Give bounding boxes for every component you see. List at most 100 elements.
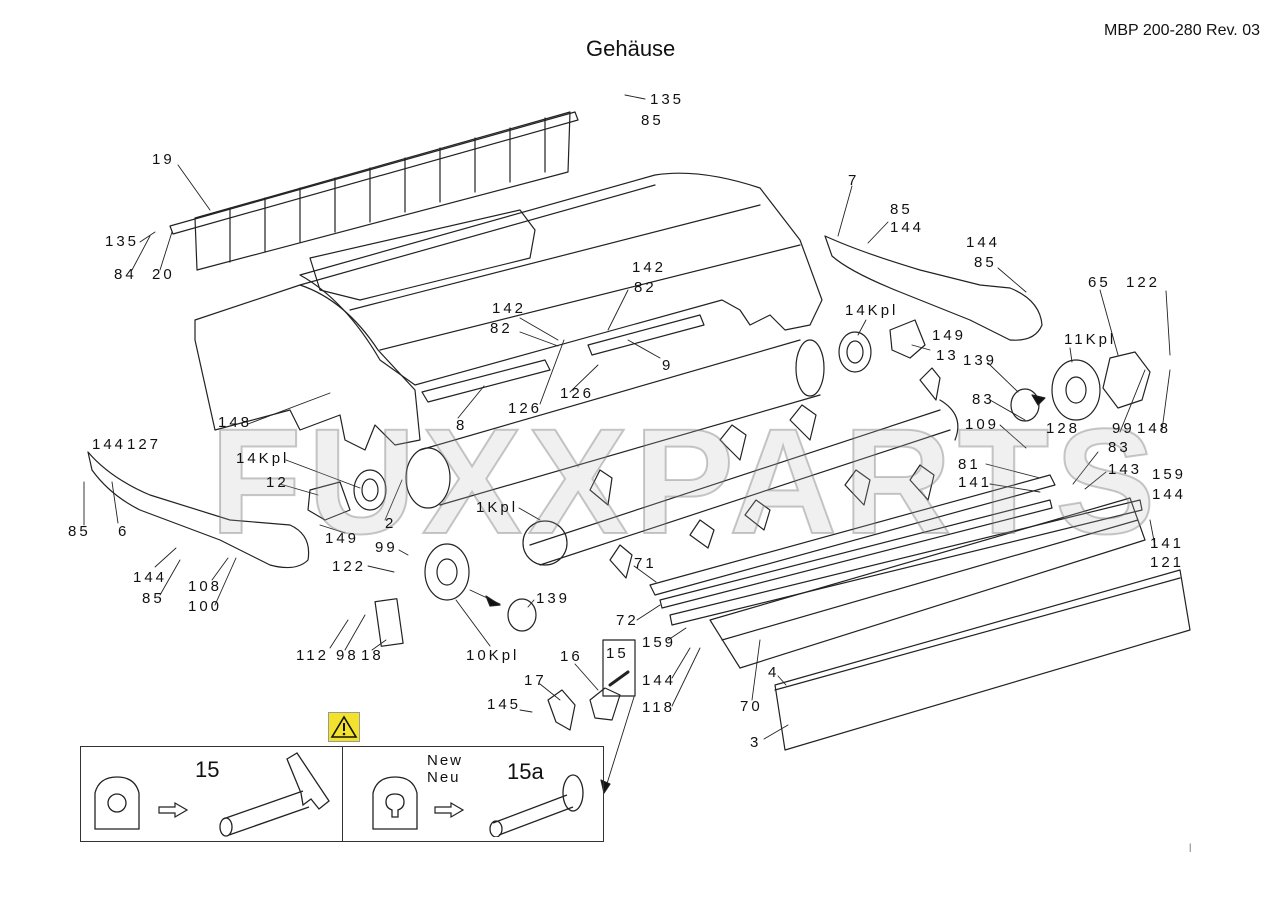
part-label: 2 xyxy=(385,515,397,532)
flap-strip-19 xyxy=(169,111,579,271)
rotor-flails xyxy=(589,367,941,579)
revision-label: MBP 200-280 Rev. 03 xyxy=(1104,22,1260,39)
part-label: 83 xyxy=(972,391,995,408)
diagram-title: Gehäuse xyxy=(586,36,676,61)
part-label: 128 xyxy=(1046,420,1081,437)
bearings xyxy=(307,319,1151,632)
watermark: FUXXPARTS xyxy=(209,396,1162,566)
part-label: 121 xyxy=(1150,554,1185,571)
bracket-9 xyxy=(587,314,705,356)
part-label: 72 xyxy=(616,612,639,629)
part-label: 144 xyxy=(133,569,168,586)
part-label: 112 xyxy=(296,647,329,664)
part-label: 10Kpl xyxy=(466,647,520,664)
part-label: 139 xyxy=(963,352,998,369)
part-label: 84 xyxy=(114,266,137,283)
old-part-number: 15 xyxy=(195,757,220,782)
part-label: 135 xyxy=(105,233,140,250)
main-housing xyxy=(194,172,823,451)
arrow-head xyxy=(1031,394,1046,406)
part-label: 126 xyxy=(508,400,543,417)
part-label: 13 xyxy=(936,347,959,364)
part-label: 4 xyxy=(768,664,780,681)
part-label: 65 xyxy=(1088,274,1111,291)
part-label: 127 xyxy=(127,436,162,453)
arrow-head xyxy=(485,595,501,607)
part-label: 100 xyxy=(188,598,223,615)
part-label: 1Kpl xyxy=(476,499,519,516)
part-label: 6 xyxy=(118,523,130,540)
part-label: 3 xyxy=(750,734,762,751)
rotor-tube xyxy=(405,339,959,566)
side-plate-6 xyxy=(87,451,310,569)
plate-3 xyxy=(774,569,1191,751)
part-label: 14Kpl xyxy=(236,450,290,467)
part-label: 159 xyxy=(642,634,677,651)
rails xyxy=(649,474,1143,626)
part-label: 148 xyxy=(1137,420,1172,437)
part-label: 144 xyxy=(642,672,677,689)
part-label: 99 xyxy=(375,539,398,556)
part-label: 70 xyxy=(740,698,763,715)
part-label: 20 xyxy=(152,266,175,283)
part-label: 12 xyxy=(266,474,289,491)
part-label: 141 xyxy=(1150,535,1185,552)
part-label: 149 xyxy=(325,530,360,547)
part-label: 19 xyxy=(152,151,175,168)
info-box-divider xyxy=(342,747,343,841)
part-label: 142 xyxy=(632,259,667,276)
part-18 xyxy=(374,598,404,647)
part-label: 85 xyxy=(890,201,913,218)
part-label: 139 xyxy=(536,590,571,607)
part-label: 7 xyxy=(848,172,860,189)
part-label: 9 xyxy=(662,357,674,374)
part-label: 85 xyxy=(68,523,91,540)
part-label: 148 xyxy=(218,414,253,431)
warning-icon xyxy=(328,712,360,742)
leader-lines xyxy=(83,94,1171,791)
pin-new-icon xyxy=(489,774,584,837)
part-16 xyxy=(589,687,621,721)
part-label: 145 xyxy=(487,696,522,713)
part-label: 122 xyxy=(332,558,367,575)
flail-new-icon xyxy=(372,776,418,830)
new-label-en: New xyxy=(427,752,464,769)
part-label: 85 xyxy=(974,254,997,271)
part-label: 85 xyxy=(641,112,664,129)
part-label: 71 xyxy=(634,555,657,572)
part-label: 144 xyxy=(966,234,1001,251)
pin-old-icon xyxy=(219,752,330,837)
cover-70 xyxy=(709,497,1146,669)
part-label: 144 xyxy=(890,219,925,236)
part-label: 143 xyxy=(1108,461,1143,478)
flail-old-icon xyxy=(94,776,140,830)
part-label: 126 xyxy=(560,385,595,402)
side-plate-7 xyxy=(824,235,1043,341)
part-label: 15 xyxy=(606,645,629,662)
replacement-info-box: 15 New Neu 15a xyxy=(80,746,604,842)
part-label: 98 xyxy=(336,647,359,664)
part-label: 16 xyxy=(560,648,583,665)
part-label: 8 xyxy=(456,417,468,434)
part-label: 11Kpl xyxy=(1064,331,1117,348)
part-15-frame xyxy=(602,639,636,697)
part-label: 135 xyxy=(650,91,685,108)
new-label-de: Neu xyxy=(427,769,461,786)
part-label: 122 xyxy=(1126,274,1161,291)
part-label: 82 xyxy=(634,279,657,296)
part-label: 118 xyxy=(642,699,675,716)
part-label: 81 xyxy=(958,456,981,473)
part-label: 17 xyxy=(524,672,547,689)
part-label: 85 xyxy=(142,590,165,607)
part-label: 18 xyxy=(361,647,384,664)
bracket-8 xyxy=(421,359,551,403)
part-label: 99 xyxy=(1112,420,1135,437)
part-label: 108 xyxy=(188,578,223,595)
arrow-right-icon xyxy=(434,801,465,819)
part-label: 83 xyxy=(1108,439,1131,456)
part-label: 141 xyxy=(958,474,993,491)
arrow-right-icon xyxy=(158,801,189,819)
part-label: 149 xyxy=(932,327,967,344)
part-label: 14Kpl xyxy=(845,302,899,319)
